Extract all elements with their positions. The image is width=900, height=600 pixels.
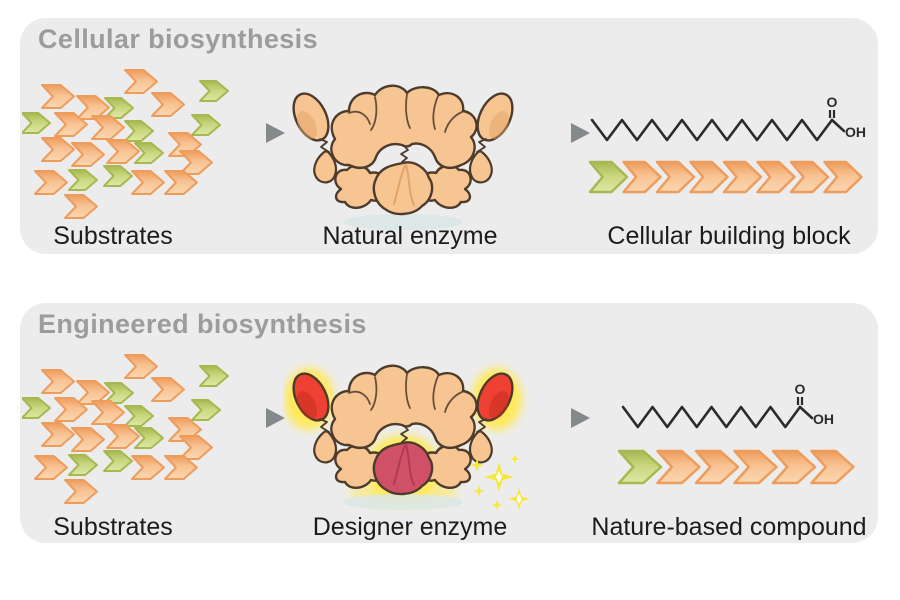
product-label: Nature-based compound <box>591 513 867 541</box>
product-chevron-chain <box>617 449 855 485</box>
fatty-acid-structure: O OH <box>621 381 834 429</box>
svg-text:O: O <box>795 381 806 397</box>
enzyme-label: Natural enzyme <box>322 222 498 250</box>
fatty-acid-structure: O OH <box>590 94 866 142</box>
natural-enzyme-illustration <box>283 73 535 241</box>
panel-engineered-biosynthesis: Engineered biosynthesis Substrates Desig… <box>20 303 878 543</box>
svg-text:O: O <box>827 94 838 110</box>
panel-title: Engineered biosynthesis <box>38 309 367 339</box>
reaction-arrow-icon <box>529 123 590 143</box>
substrates-cluster <box>22 354 229 504</box>
product-label: Cellular building block <box>607 222 851 250</box>
panel-title: Cellular biosynthesis <box>38 24 318 54</box>
reaction-arrow-icon <box>224 123 285 143</box>
substrates-cluster <box>22 69 229 219</box>
substrates-label: Substrates <box>53 222 173 250</box>
reaction-arrow-icon <box>529 408 590 428</box>
panel-cellular-biosynthesis: Cellular biosynthesis Substrates Natural… <box>20 18 878 254</box>
product-chevron-chain <box>588 160 863 194</box>
reaction-arrow-icon <box>224 408 285 428</box>
substrates-label: Substrates <box>53 513 173 541</box>
enzyme-label: Designer enzyme <box>312 513 508 541</box>
svg-text:OH: OH <box>813 411 834 427</box>
svg-text:OH: OH <box>845 124 866 140</box>
designer-enzyme-illustration <box>283 353 535 521</box>
